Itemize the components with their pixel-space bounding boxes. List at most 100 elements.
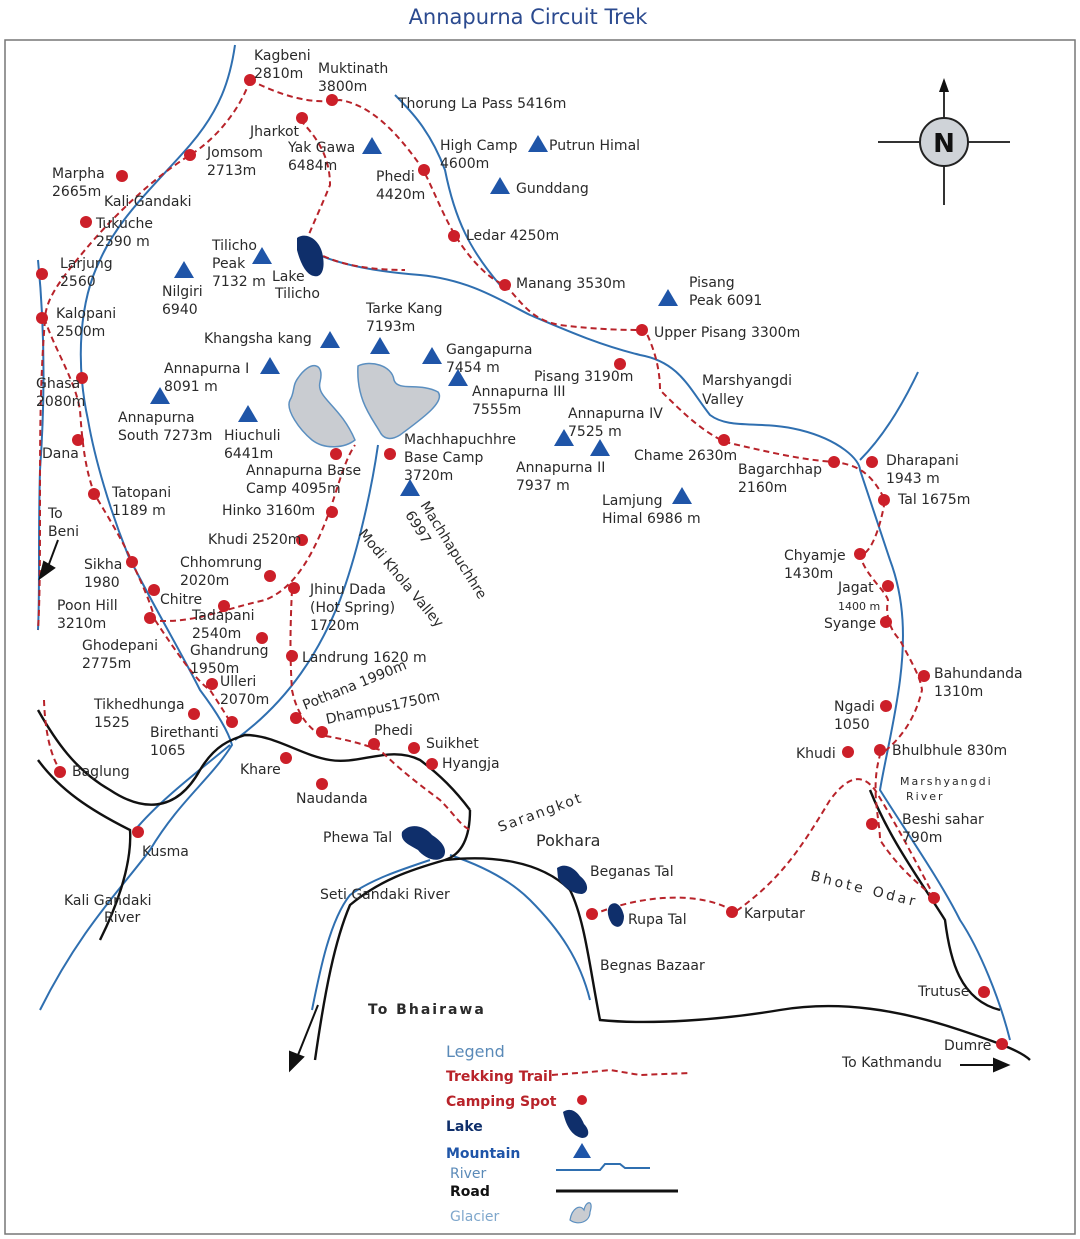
spot-label: Landrung 1620 m <box>302 650 427 666</box>
spot-label: 1310m <box>934 684 983 700</box>
camping-spot-khare: Khare <box>240 752 292 778</box>
mountain-label: 6484m <box>288 158 337 174</box>
spot-label: Dharapani <box>886 453 959 469</box>
camping-spot-marker <box>290 712 302 724</box>
camping-spot-marker <box>866 818 878 830</box>
mountain-label: Tarke Kang <box>365 301 443 317</box>
camping-spot-kusma: Kusma <box>132 826 189 860</box>
spot-label: Tukuche <box>95 216 153 232</box>
spot-label: Tikhedhunga <box>93 697 185 713</box>
direction-arrows <box>38 539 1011 1073</box>
spot-label: 2080m <box>36 394 85 410</box>
camping-spot-marker <box>54 766 66 778</box>
spot-label: 2665m <box>52 184 101 200</box>
camping-spot-marker <box>726 906 738 918</box>
lake-beganas <box>557 865 588 894</box>
legend-lake-symbol <box>563 1109 589 1138</box>
camping-spot-marker <box>256 632 268 644</box>
legend-mountain-symbol <box>573 1143 591 1158</box>
spot-label: Jomsom <box>206 145 263 161</box>
camping-spot-marker <box>828 456 840 468</box>
camping-spot-marker <box>88 488 100 500</box>
mountain-label: Annapurna II <box>516 460 605 476</box>
camping-spot-ledar: Ledar 4250m <box>448 228 559 244</box>
camping-spot-upper-pisang: Upper Pisang 3300m <box>636 324 800 341</box>
rupa-tal-label: Rupa Tal <box>628 912 687 928</box>
mountain-khangsha: Khangsha kang <box>204 331 340 348</box>
camping-spot-marker <box>132 826 144 838</box>
camping-spot-tikhedhunga: Tikhedhunga 1525 <box>93 697 200 731</box>
camping-spot-marker <box>72 434 84 446</box>
camping-spot-marker <box>286 650 298 662</box>
mountain-label: Putrun Himal <box>549 138 640 154</box>
mountain-label: 6441m <box>224 446 273 462</box>
seti-gandaki-label: Seti Gandaki River <box>320 887 450 903</box>
mountain-label: 7454 m <box>446 360 500 376</box>
camping-spot-marker <box>296 112 308 124</box>
spot-label: 2713m <box>207 163 256 179</box>
camping-spot-marker <box>36 312 48 324</box>
spot-label: 1525 <box>94 715 130 731</box>
camping-spot-suikhet: Suikhet <box>408 736 479 754</box>
camping-spot-marker <box>878 494 890 506</box>
mountain-icon <box>238 405 258 422</box>
thorung-la-label: Thorung La Pass 5416m <box>397 96 566 112</box>
mountain-icon <box>252 247 272 264</box>
trail-kali-west <box>37 319 46 631</box>
spot-label: Ledar 4250m <box>466 228 559 244</box>
road-baglung-pokhara <box>36 709 471 811</box>
mountain-label: Annapurna I <box>164 361 249 377</box>
camping-spot-marker <box>418 164 430 176</box>
spot-label: Phedi <box>376 169 415 185</box>
trail-baglung <box>43 699 61 771</box>
legend-lake-label: Lake <box>446 1119 483 1135</box>
marshyangdi-river-label: Marshyangdi <box>900 775 993 788</box>
spot-label: Hyangja <box>442 756 500 772</box>
legend: Legend Trekking Trail Camping Spot Lake … <box>446 1042 691 1225</box>
mountain-icon <box>490 177 510 194</box>
spot-label: 4420m <box>376 187 425 203</box>
high-camp-label: High Camp <box>440 138 518 154</box>
marshyangdi-valley-label-2: Valley <box>702 392 744 408</box>
spot-label: Ulleri <box>220 674 256 690</box>
mountain-icon <box>658 289 678 306</box>
river-modi-2 <box>134 744 231 831</box>
camping-spot-marker <box>76 372 88 384</box>
mountain-label: Gunddang <box>516 181 589 197</box>
river-pokhara-south <box>311 859 431 1011</box>
camping-spot-marker <box>316 778 328 790</box>
legend-river-symbol <box>556 1163 650 1171</box>
camping-spot-jhinu: Jhinu Dada(Hot Spring)1720m <box>288 582 395 634</box>
camping-spot-jomsom: Jomsom 2713m <box>184 145 263 179</box>
trail-tilicho <box>299 119 406 271</box>
compass-north-letter: N <box>933 129 955 159</box>
camping-spot-marker <box>206 678 218 690</box>
trail-abc <box>149 444 356 622</box>
mountain-label: Annapurna <box>118 410 195 426</box>
pokhara-label: Pokhara <box>536 831 600 850</box>
river-marshyangdi <box>299 244 1011 1041</box>
spot-label: 2020m <box>180 573 229 589</box>
spot-label: Khudi 2520m <box>208 532 301 548</box>
poon-hill-label: Poon Hill <box>57 598 118 614</box>
camping-spot-trutuse: Trutuse <box>917 984 990 1000</box>
spot-label: Larjung <box>60 256 113 272</box>
river-thorung <box>394 94 501 286</box>
spot-label: Kagbeni <box>254 48 311 64</box>
camping-spot-marker <box>188 708 200 720</box>
spot-label: Chhomrung <box>180 555 262 571</box>
mountain-label: Gangapurna <box>446 342 533 358</box>
spot-label: Ghasa <box>36 376 80 392</box>
mountain-label: Annapurna IV <box>568 406 663 422</box>
camping-spot-khudi-top: Khudi 2520m <box>208 532 308 548</box>
arrow-to-bhairawa-head <box>289 1050 305 1073</box>
